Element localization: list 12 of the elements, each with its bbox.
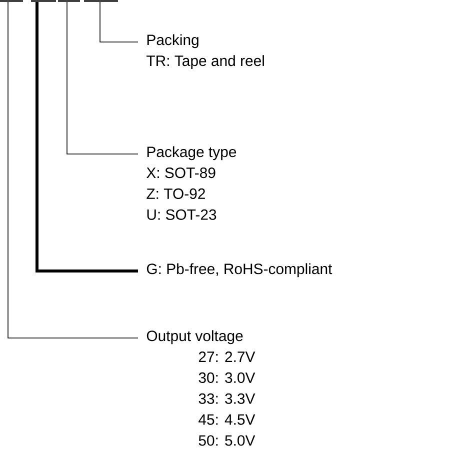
underline-slot [84, 0, 118, 2]
option-text: Packing TR: Tape and reel [146, 34, 264, 70]
option-text: G: Pb-free, RoHS-compliant [146, 263, 332, 278]
leader-line [36, 2, 138, 272]
leader-line [8, 2, 138, 338]
underline-slot [58, 0, 80, 2]
leader-line [100, 2, 138, 42]
underline-slot [31, 0, 56, 2]
leader-line [66, 2, 138, 154]
option-text: Output voltage 27: 2.7V 30: 3.0V 33: 3.3V 45: 4.5V 50: 5.0V [146, 330, 256, 446]
option-text: Package type X: SOT-89 Z: TO-92 U: SOT-23 [146, 146, 236, 220]
underline-slot [0, 0, 23, 2]
